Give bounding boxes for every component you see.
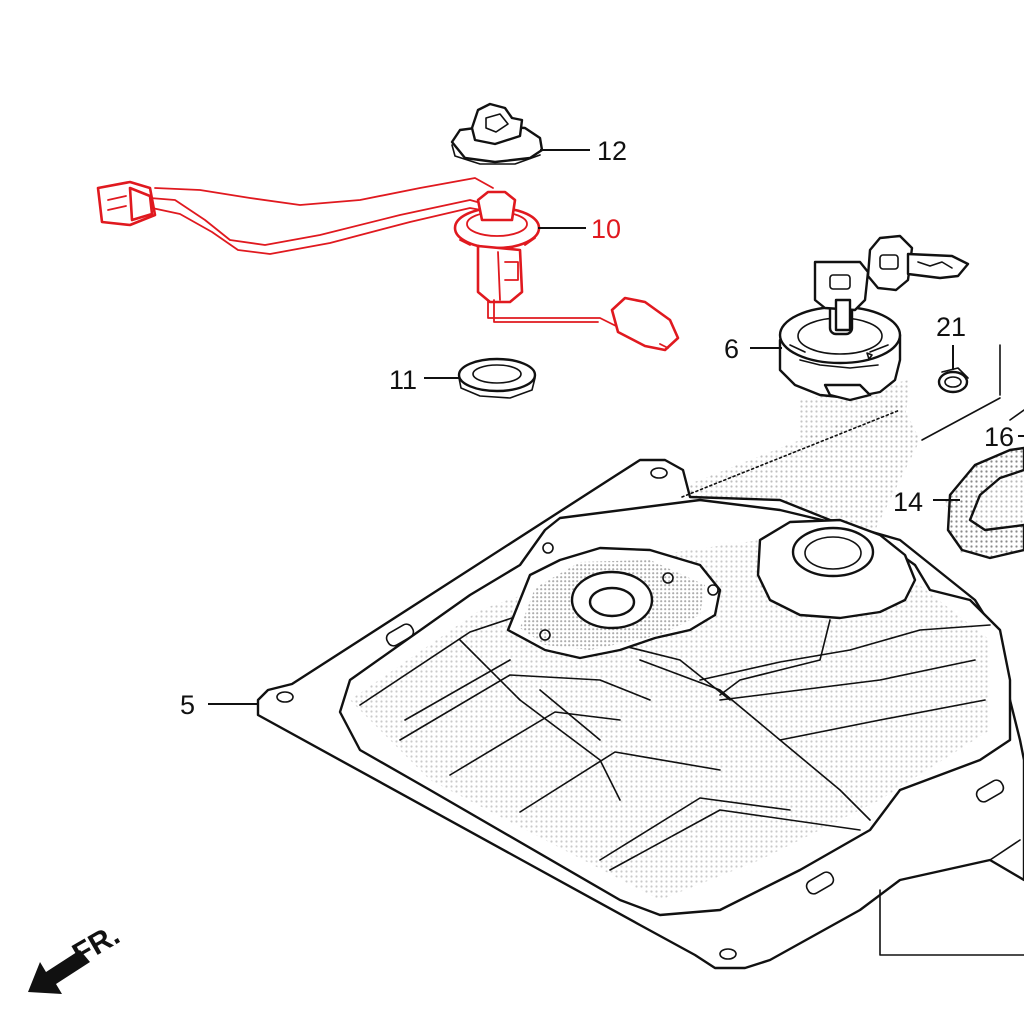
callout-12: 12 xyxy=(597,136,627,166)
arrow-down-left-icon xyxy=(28,950,90,994)
set-plate-part-12[interactable] xyxy=(450,102,544,165)
stipple-edge xyxy=(681,409,901,498)
bracket-part-16[interactable] xyxy=(921,344,1024,441)
fuel-tank-part-5[interactable] xyxy=(256,400,1024,970)
tube-part-14[interactable] xyxy=(945,446,1024,560)
callout-11: 11 xyxy=(389,365,417,395)
front-direction-indicator: FR. xyxy=(28,918,125,994)
callout-10: 10 xyxy=(591,214,621,244)
callout-5: 5 xyxy=(180,690,195,720)
fuel-unit-part-10[interactable] xyxy=(96,177,680,352)
callout-16: 16 xyxy=(984,422,1014,452)
callout-6: 6 xyxy=(724,334,739,364)
callout-21: 21 xyxy=(936,312,966,342)
clip-part-21[interactable] xyxy=(937,367,969,394)
fuel-cap-part-6[interactable] xyxy=(778,234,970,440)
callout-14: 14 xyxy=(893,487,923,517)
seal-part-11[interactable] xyxy=(457,357,537,399)
